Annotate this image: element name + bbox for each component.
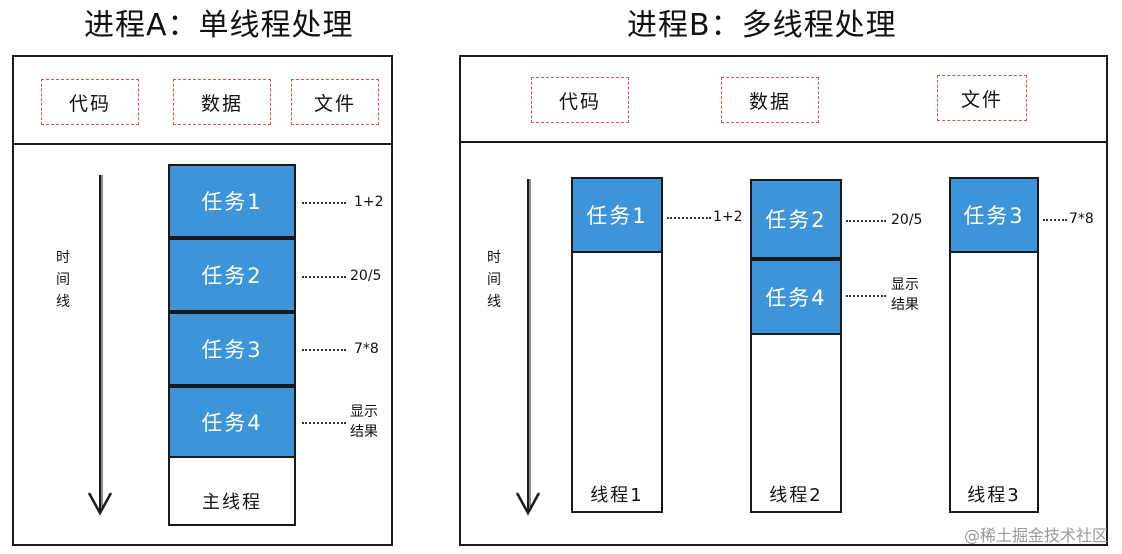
note-task-4: 显示 结果 (350, 404, 378, 440)
process-b-panel: 代码 数据 文件 时间线 任务1 线程1 1+2 任务2 任务4 线程2 20/… (459, 55, 1108, 546)
leader-task-4 (302, 422, 346, 424)
process-b-title: 进程B：多线程处理 (627, 8, 897, 43)
leader-task-3 (302, 349, 346, 351)
process-a-title: 进程A：单线程处理 (84, 8, 354, 43)
task-1: 任务1 (168, 164, 296, 238)
process-a-panel: 代码 数据 文件 时间线 任务1 任务2 任务3 任务4 主线程 1+2 20/… (12, 55, 393, 546)
thread-2-label: 线程2 (769, 485, 823, 506)
thread-2-task-2: 任务2 (750, 179, 842, 259)
timeline-label: 时间线 (54, 247, 72, 313)
note-thread-2-task-2: 20/5 (891, 212, 923, 228)
thread-1-label: 线程1 (590, 485, 644, 506)
note-task-2: 20/5 (350, 268, 382, 284)
thread-2: 任务2 任务4 线程2 (750, 179, 842, 513)
main-thread-label: 主线程 (202, 492, 262, 513)
note-task-3: 7*8 (354, 341, 379, 357)
resource-file: 文件 (291, 79, 379, 125)
note-thread-2-task-4: 显示 结果 (891, 277, 919, 313)
note-thread-1-task-1: 1+2 (713, 209, 743, 225)
timeline-text: 时间线 (487, 250, 501, 310)
resource-data: 数据 (721, 77, 819, 123)
main-thread: 任务1 任务2 任务3 任务4 主线程 (168, 164, 296, 526)
resource-code: 代码 (531, 77, 629, 123)
thread-3-task-3: 任务3 (949, 177, 1039, 253)
thread-1-task-1: 任务1 (571, 177, 663, 253)
timeline-label: 时间线 (485, 247, 503, 313)
timeline-arrow-icon (87, 175, 113, 516)
task-3: 任务3 (168, 312, 296, 386)
leader-task-1 (302, 202, 346, 204)
thread-3-label: 线程3 (967, 485, 1021, 506)
timeline-arrow-icon (515, 179, 541, 516)
note-thread-3-task-3: 7*8 (1069, 211, 1094, 227)
resource-code: 代码 (41, 79, 139, 125)
process-b-divider (461, 141, 1106, 143)
task-4: 任务4 (168, 386, 296, 458)
leader-thread-2-task-4 (846, 295, 886, 297)
timeline-text: 时间线 (56, 250, 70, 310)
thread-2-task-4: 任务4 (750, 259, 842, 335)
resource-file: 文件 (937, 75, 1027, 121)
note-task-1: 1+2 (354, 194, 384, 210)
thread-1: 任务1 线程1 (571, 177, 663, 513)
task-2: 任务2 (168, 238, 296, 312)
process-a-divider (14, 143, 391, 145)
resource-data: 数据 (173, 79, 271, 125)
leader-thread-3-task-3 (1043, 219, 1067, 221)
leader-thread-2-task-2 (846, 220, 886, 222)
leader-task-2 (302, 276, 346, 278)
watermark: @稀土掘金技术社区 (963, 526, 1108, 545)
thread-3: 任务3 线程3 (949, 177, 1039, 513)
leader-thread-1-task-1 (667, 217, 711, 219)
